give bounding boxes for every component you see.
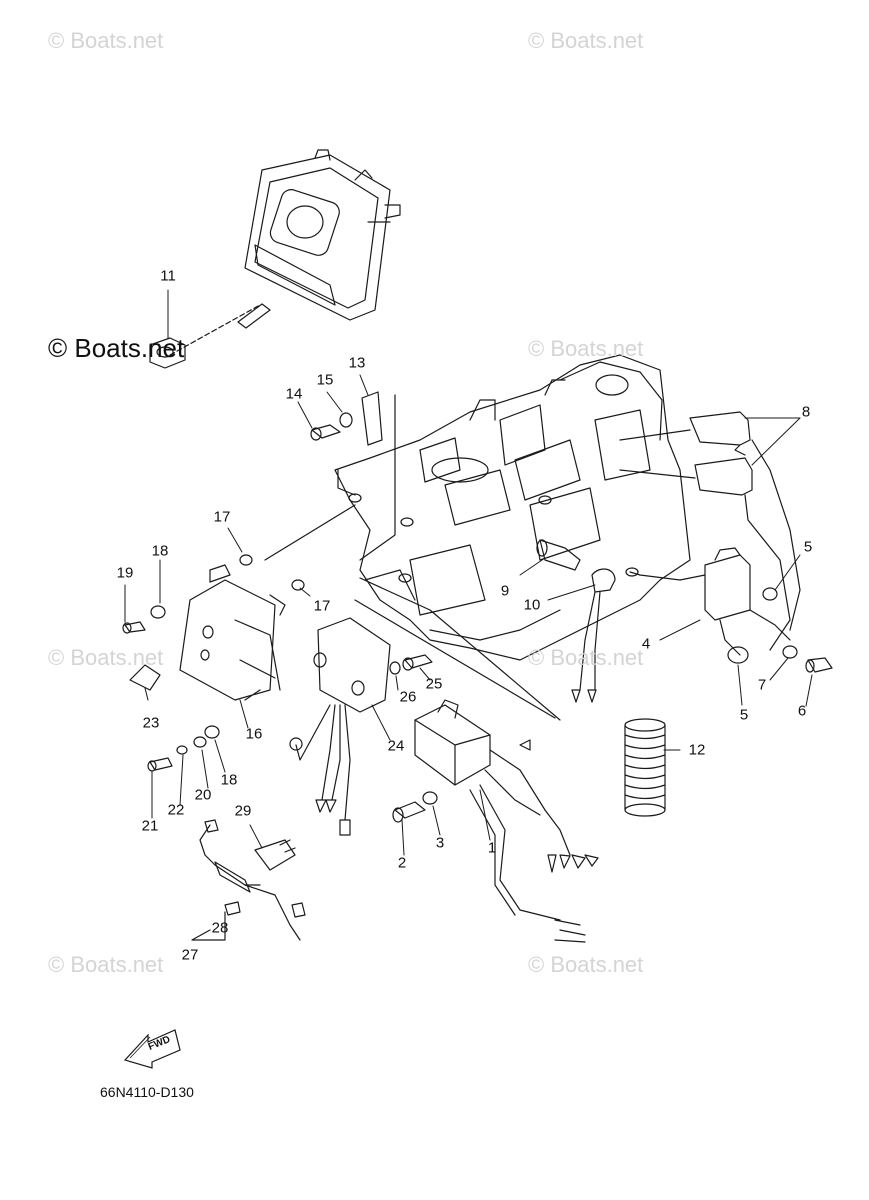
callout-2[interactable]: 2 <box>397 854 407 872</box>
callout-22[interactable]: 22 <box>167 801 185 819</box>
cap-10 <box>571 568 616 703</box>
callout-14[interactable]: 14 <box>285 385 303 403</box>
fwd-arrow <box>123 1029 181 1069</box>
watermark: © Boats.net <box>48 645 164 670</box>
washer-3 <box>422 791 438 805</box>
callout-4[interactable]: 4 <box>641 635 651 653</box>
callout-25[interactable]: 25 <box>425 675 443 693</box>
callout-8[interactable]: 8 <box>801 403 811 421</box>
callout-5a[interactable]: 5 <box>803 538 813 556</box>
grommet-18b <box>204 725 220 739</box>
callout-26[interactable]: 26 <box>399 688 417 706</box>
plug-cap-8 <box>619 411 801 651</box>
watermark: © Boats.net <box>528 952 644 977</box>
callout-9[interactable]: 9 <box>500 582 510 600</box>
callout-3[interactable]: 3 <box>435 834 445 852</box>
cdi-unit-1 <box>414 699 599 943</box>
callout-18b[interactable]: 18 <box>220 771 238 789</box>
callout-18a[interactable]: 18 <box>151 542 169 560</box>
clamp-23 <box>129 664 161 691</box>
callout-13[interactable]: 13 <box>348 354 366 372</box>
watermark: © Boats.net <box>528 336 644 361</box>
engine-block <box>334 354 691 661</box>
bracket-16 <box>179 564 286 701</box>
ignition-coil-4 <box>629 547 791 656</box>
watermark: © Boats.net <box>528 28 644 53</box>
callout-17b[interactable]: 17 <box>313 597 331 615</box>
callout-12[interactable]: 12 <box>688 741 706 759</box>
bolt-14 <box>310 424 341 441</box>
washer-20 <box>193 736 207 748</box>
washer-15 <box>339 412 353 428</box>
watermark: © Boats.net <box>48 28 164 53</box>
grommet-18a <box>150 605 166 619</box>
callout-6[interactable]: 6 <box>797 702 807 720</box>
callout-19[interactable]: 19 <box>116 564 134 582</box>
bolt-2 <box>392 801 426 823</box>
callout-17a[interactable]: 17 <box>213 508 231 526</box>
watermark: © Boats.net <box>48 333 185 363</box>
grommet-17b <box>291 579 305 591</box>
grommet-5a <box>762 587 778 601</box>
callout-11[interactable]: 11 <box>160 267 176 285</box>
grommet-17a <box>239 554 253 566</box>
watermark: © Boats.net <box>528 645 644 670</box>
callout-5b[interactable]: 5 <box>739 706 749 724</box>
grommet-5b <box>727 646 749 664</box>
callout-16[interactable]: 16 <box>245 725 263 743</box>
rectifier-24 <box>289 617 391 836</box>
spring-sleeve-12 <box>624 718 666 817</box>
bolt-19 <box>122 621 146 634</box>
callout-28[interactable]: 28 <box>211 919 229 937</box>
bolt-25 <box>402 654 433 671</box>
bolt-6 <box>805 657 833 673</box>
callout-1[interactable]: 1 <box>487 839 497 857</box>
callout-15[interactable]: 15 <box>316 371 334 389</box>
callout-29[interactable]: 29 <box>234 802 252 820</box>
harness-27 <box>199 819 306 941</box>
bolt-11 <box>149 337 186 369</box>
cover-plate <box>244 149 401 321</box>
callout-20[interactable]: 20 <box>194 786 212 804</box>
washer-26 <box>389 661 401 675</box>
washer-7 <box>782 645 798 659</box>
callout-23[interactable]: 23 <box>142 714 160 732</box>
callout-7[interactable]: 7 <box>757 676 767 694</box>
bolt-21 <box>147 757 173 772</box>
callout-10[interactable]: 10 <box>523 596 541 614</box>
callout-21[interactable]: 21 <box>141 817 159 835</box>
washer-22 <box>176 745 188 755</box>
watermark: © Boats.net <box>48 952 164 977</box>
callout-27[interactable]: 27 <box>181 946 199 964</box>
diagram-code: 66N4110-D130 <box>100 1084 194 1100</box>
sensor-9 <box>536 539 581 571</box>
callout-24[interactable]: 24 <box>387 737 405 755</box>
